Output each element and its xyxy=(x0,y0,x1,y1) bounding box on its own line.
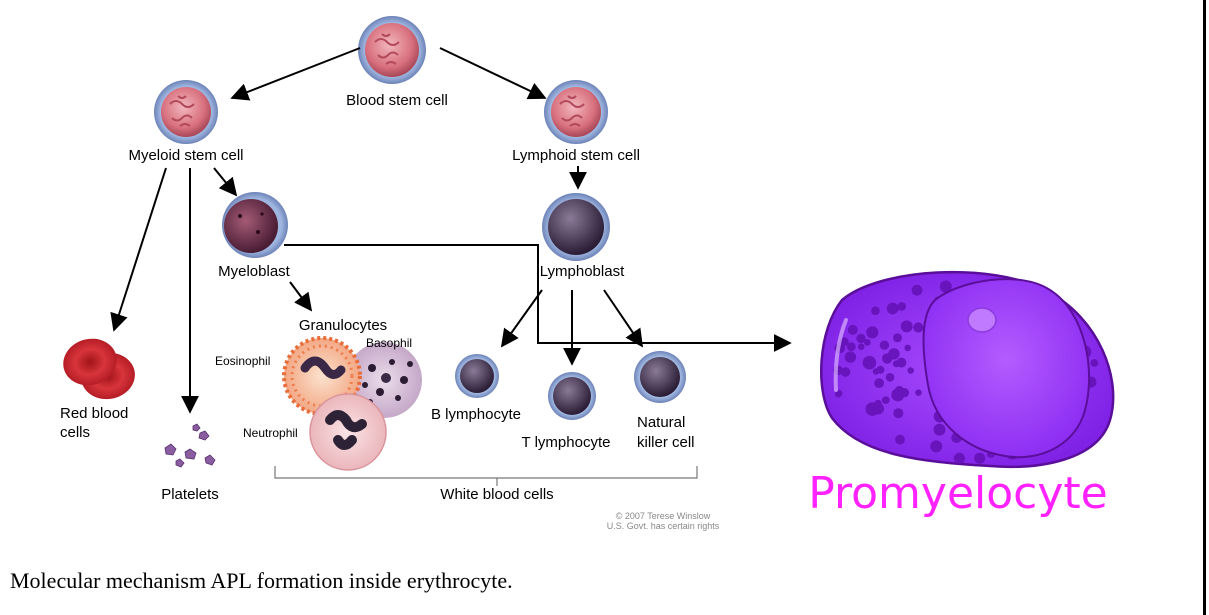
label-granulocytes: Granulocytes xyxy=(299,317,387,334)
granule xyxy=(846,342,856,351)
granule xyxy=(904,344,911,352)
myeloblast-cell xyxy=(222,192,288,258)
diagram-arrows xyxy=(110,47,792,414)
granule xyxy=(953,452,966,464)
label-platelets: Platelets xyxy=(161,486,219,503)
label-lymphoid-stem-cell: Lymphoid stem cell xyxy=(512,147,640,164)
lymphoid-stem-cell xyxy=(544,80,608,144)
granule xyxy=(874,378,884,388)
promyelocyte-cell xyxy=(819,270,1115,469)
label-neutrophil: Neutrophil xyxy=(243,426,298,440)
granule xyxy=(865,402,880,416)
granule xyxy=(913,322,924,333)
label-b-lymphocyte: B lymphocyte xyxy=(431,406,521,423)
granule xyxy=(871,306,880,316)
granule xyxy=(835,390,843,397)
neutrophil-cell xyxy=(309,393,387,471)
granule xyxy=(893,333,902,343)
label-t-lymphocyte: T lymphocyte xyxy=(522,434,611,451)
granule xyxy=(866,326,879,339)
granule xyxy=(907,367,914,374)
granule xyxy=(881,396,890,404)
label-natural-killer-line1: Natural xyxy=(637,414,685,431)
granule xyxy=(876,365,885,374)
promyelocyte-label: Promyelocyte xyxy=(808,468,1107,519)
granule xyxy=(911,284,923,296)
label-basophil: Basophil xyxy=(366,336,412,350)
granule xyxy=(886,302,899,315)
granule xyxy=(863,339,871,346)
granule xyxy=(892,360,900,368)
granule xyxy=(933,423,946,436)
label-myeloid-stem-cell: Myeloid stem cell xyxy=(128,147,243,164)
page-edge-rule xyxy=(1203,0,1206,615)
label-red-blood-cells-line1: Red blood xyxy=(60,405,128,422)
granule xyxy=(885,373,895,382)
granule xyxy=(840,367,851,377)
granule xyxy=(895,434,905,445)
label-white-blood-cells: White blood cells xyxy=(440,486,553,503)
granule xyxy=(888,348,900,360)
b-lymphocyte-cell xyxy=(455,354,499,398)
granule xyxy=(899,388,910,398)
granule xyxy=(900,320,913,333)
lymphoblast-cell xyxy=(542,193,610,261)
granule xyxy=(939,280,952,293)
white-blood-cells-bracket xyxy=(274,466,698,486)
label-myeloblast: Myeloblast xyxy=(218,263,291,280)
granule xyxy=(847,324,858,335)
blood-stem-cell xyxy=(358,16,426,84)
granule xyxy=(862,355,877,370)
granule xyxy=(915,389,922,397)
myeloid-stem-cell xyxy=(154,80,218,144)
granule xyxy=(1090,359,1099,367)
label-lymphoblast: Lymphoblast xyxy=(540,263,625,280)
granule xyxy=(879,340,890,350)
granule xyxy=(893,408,904,419)
label-natural-killer-line2: killer cell xyxy=(637,434,695,451)
t-lymphocyte-cell xyxy=(548,372,596,420)
copyright-line2: U.S. Govt. has certain rights xyxy=(607,521,720,531)
copyright-line1: © 2007 Terese Winslow xyxy=(616,511,711,521)
label-blood-stem-cell: Blood stem cell xyxy=(346,92,448,109)
figure-caption: Molecular mechanism APL formation inside… xyxy=(10,568,513,593)
granule xyxy=(974,452,986,464)
natural-killer-cell xyxy=(634,351,686,403)
red-blood-cells xyxy=(63,338,135,400)
granule xyxy=(930,440,943,453)
label-eosinophil: Eosinophil xyxy=(215,354,270,368)
platelets-cluster xyxy=(164,423,216,468)
granule xyxy=(844,351,857,363)
granule xyxy=(856,333,866,344)
granule xyxy=(857,343,865,351)
label-red-blood-cells-line2: cells xyxy=(60,424,90,441)
granule xyxy=(897,302,907,311)
